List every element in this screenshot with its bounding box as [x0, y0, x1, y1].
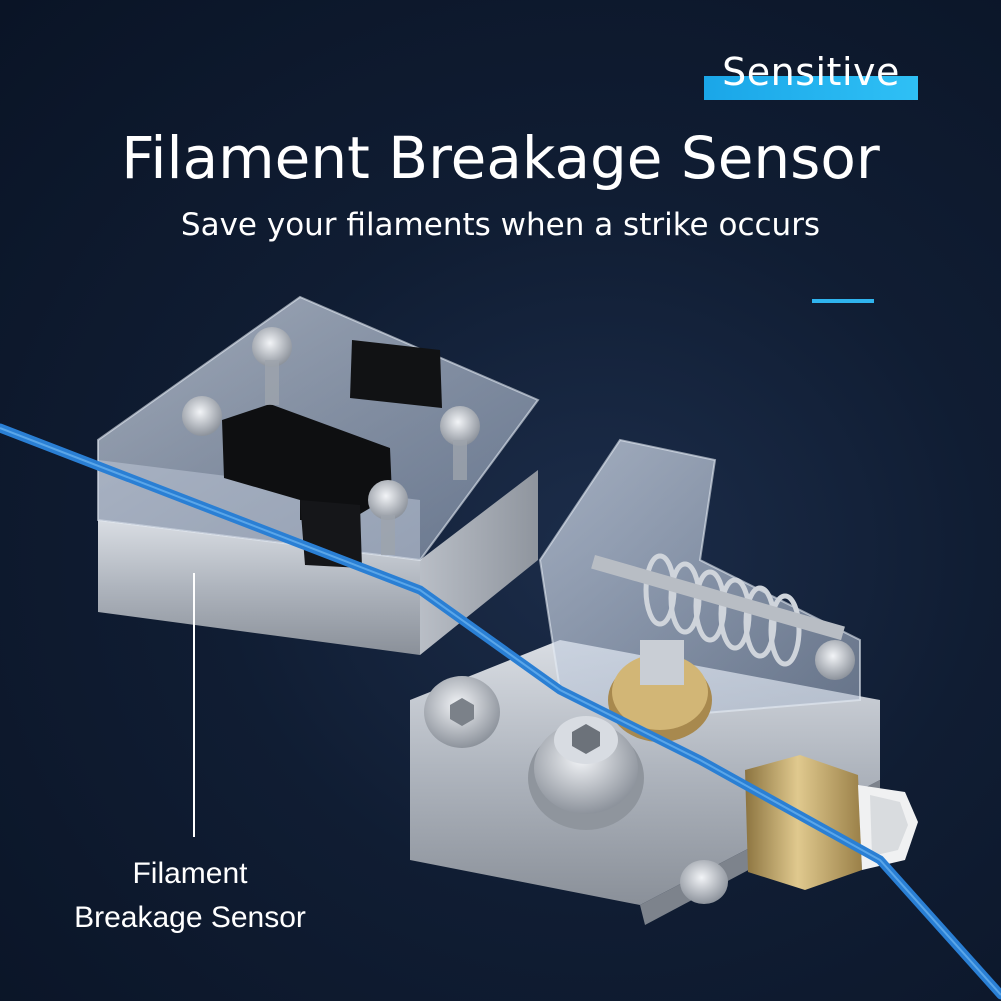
page-title: Filament Breakage Sensor	[121, 124, 880, 192]
extruder-assembly	[410, 438, 918, 925]
page-subtitle: Save your filaments when a strike occurs	[180, 207, 821, 243]
sensitive-badge: Sensitive	[700, 48, 922, 104]
drive-gear	[608, 640, 712, 742]
blue-filament	[0, 423, 1001, 1000]
accent-dash	[812, 299, 874, 303]
filament-sensor-block	[97, 295, 540, 655]
sensor-screws	[182, 327, 480, 555]
callout-label-line2: Breakage Sensor	[74, 901, 306, 934]
callout-label-line1: Filament	[132, 857, 248, 890]
badge-highlight-bar	[704, 76, 918, 100]
badge-label: Sensitive	[722, 50, 900, 94]
callout-label: Filament Breakage Sensor	[40, 852, 340, 940]
idler-bearing	[528, 716, 644, 830]
callout-leader-line	[193, 573, 195, 837]
